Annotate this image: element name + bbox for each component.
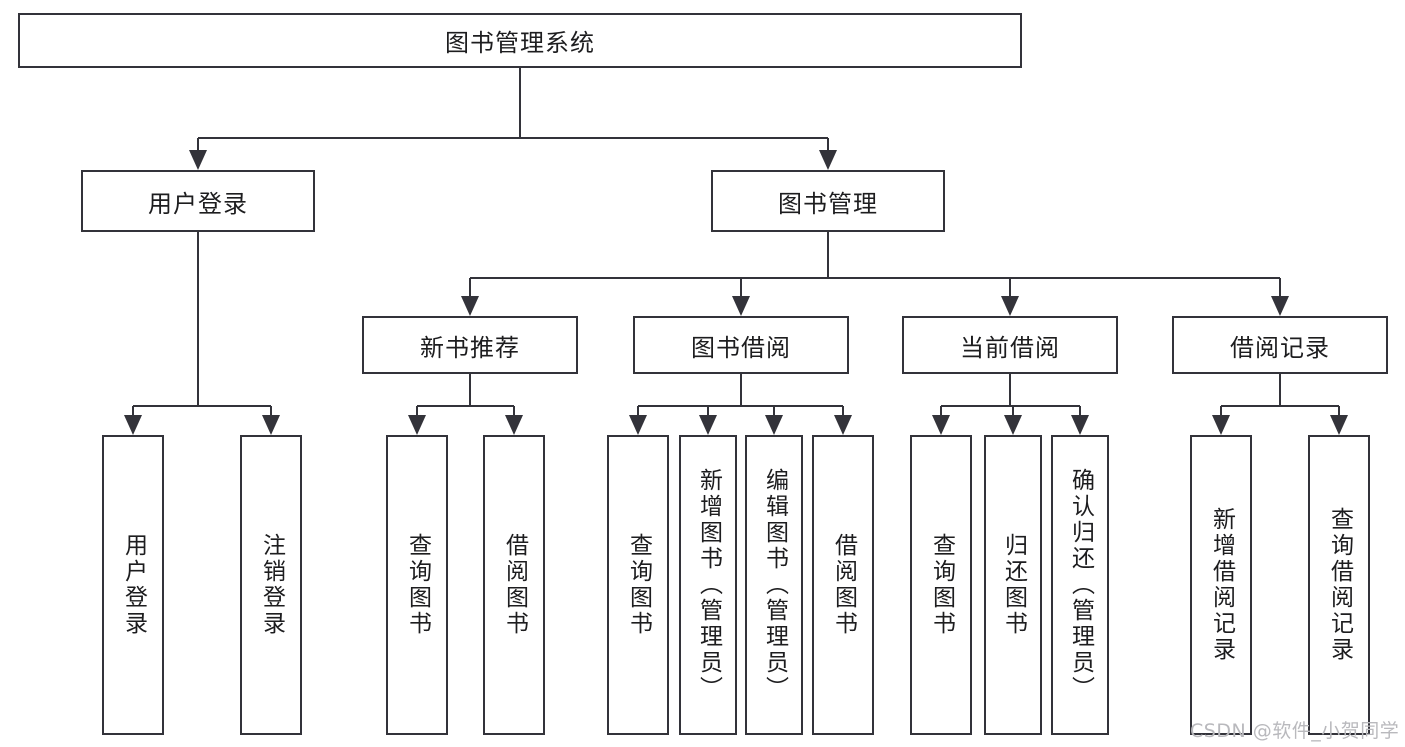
node-leaf-5[interactable]: 查询图书 — [607, 435, 669, 735]
node-leaf-10[interactable]: 归还图书 — [984, 435, 1042, 735]
node-label: 查询借阅记录 — [1326, 507, 1353, 663]
node-level2-2[interactable]: 图书管理 — [711, 170, 945, 232]
node-leaf-1[interactable]: 用户登录 — [102, 435, 164, 735]
node-label: 用户登录 — [120, 533, 147, 637]
node-label: 借阅图书 — [830, 533, 857, 637]
node-level3-4[interactable]: 借阅记录 — [1172, 316, 1388, 374]
node-level3-2[interactable]: 图书借阅 — [633, 316, 849, 374]
node-leaf-12[interactable]: 新增借阅记录 — [1190, 435, 1252, 735]
node-leaf-4[interactable]: 借阅图书 — [483, 435, 545, 735]
node-leaf-2[interactable]: 注销登录 — [240, 435, 302, 735]
node-label: 借阅图书 — [501, 533, 528, 637]
node-label: 注销登录 — [258, 533, 285, 637]
node-leaf-13[interactable]: 查询借阅记录 — [1308, 435, 1370, 735]
node-leaf-7[interactable]: 编辑图书（管理员） — [745, 435, 803, 735]
node-leaf-3[interactable]: 查询图书 — [386, 435, 448, 735]
node-label: 当前借阅 — [960, 333, 1060, 362]
node-label: 用户登录 — [148, 189, 248, 218]
node-leaf-11[interactable]: 确认归还（管理员） — [1051, 435, 1109, 735]
node-level3-3[interactable]: 当前借阅 — [902, 316, 1118, 374]
node-label: 归还图书 — [1000, 533, 1027, 637]
node-leaf-6[interactable]: 新增图书（管理员） — [679, 435, 737, 735]
node-label: 图书借阅 — [691, 333, 791, 362]
node-leaf-9[interactable]: 查询图书 — [910, 435, 972, 735]
node-label: 查询图书 — [625, 533, 652, 637]
node-label: 编辑图书（管理员） — [761, 468, 788, 702]
node-level3-1[interactable]: 新书推荐 — [362, 316, 578, 374]
node-label: 确认归还（管理员） — [1067, 468, 1094, 702]
node-label: 图书管理系统 — [445, 29, 595, 57]
node-label: 查询图书 — [928, 533, 955, 637]
node-label: 新书推荐 — [420, 333, 520, 362]
node-label: 查询图书 — [404, 533, 431, 637]
node-label: 新增借阅记录 — [1208, 507, 1235, 663]
node-root-system[interactable]: 图书管理系统 — [18, 13, 1022, 68]
node-label: 图书管理 — [778, 189, 878, 218]
node-label: 新增图书（管理员） — [695, 468, 722, 702]
node-leaf-8[interactable]: 借阅图书 — [812, 435, 874, 735]
node-label: 借阅记录 — [1230, 333, 1330, 362]
node-level2-1[interactable]: 用户登录 — [81, 170, 315, 232]
